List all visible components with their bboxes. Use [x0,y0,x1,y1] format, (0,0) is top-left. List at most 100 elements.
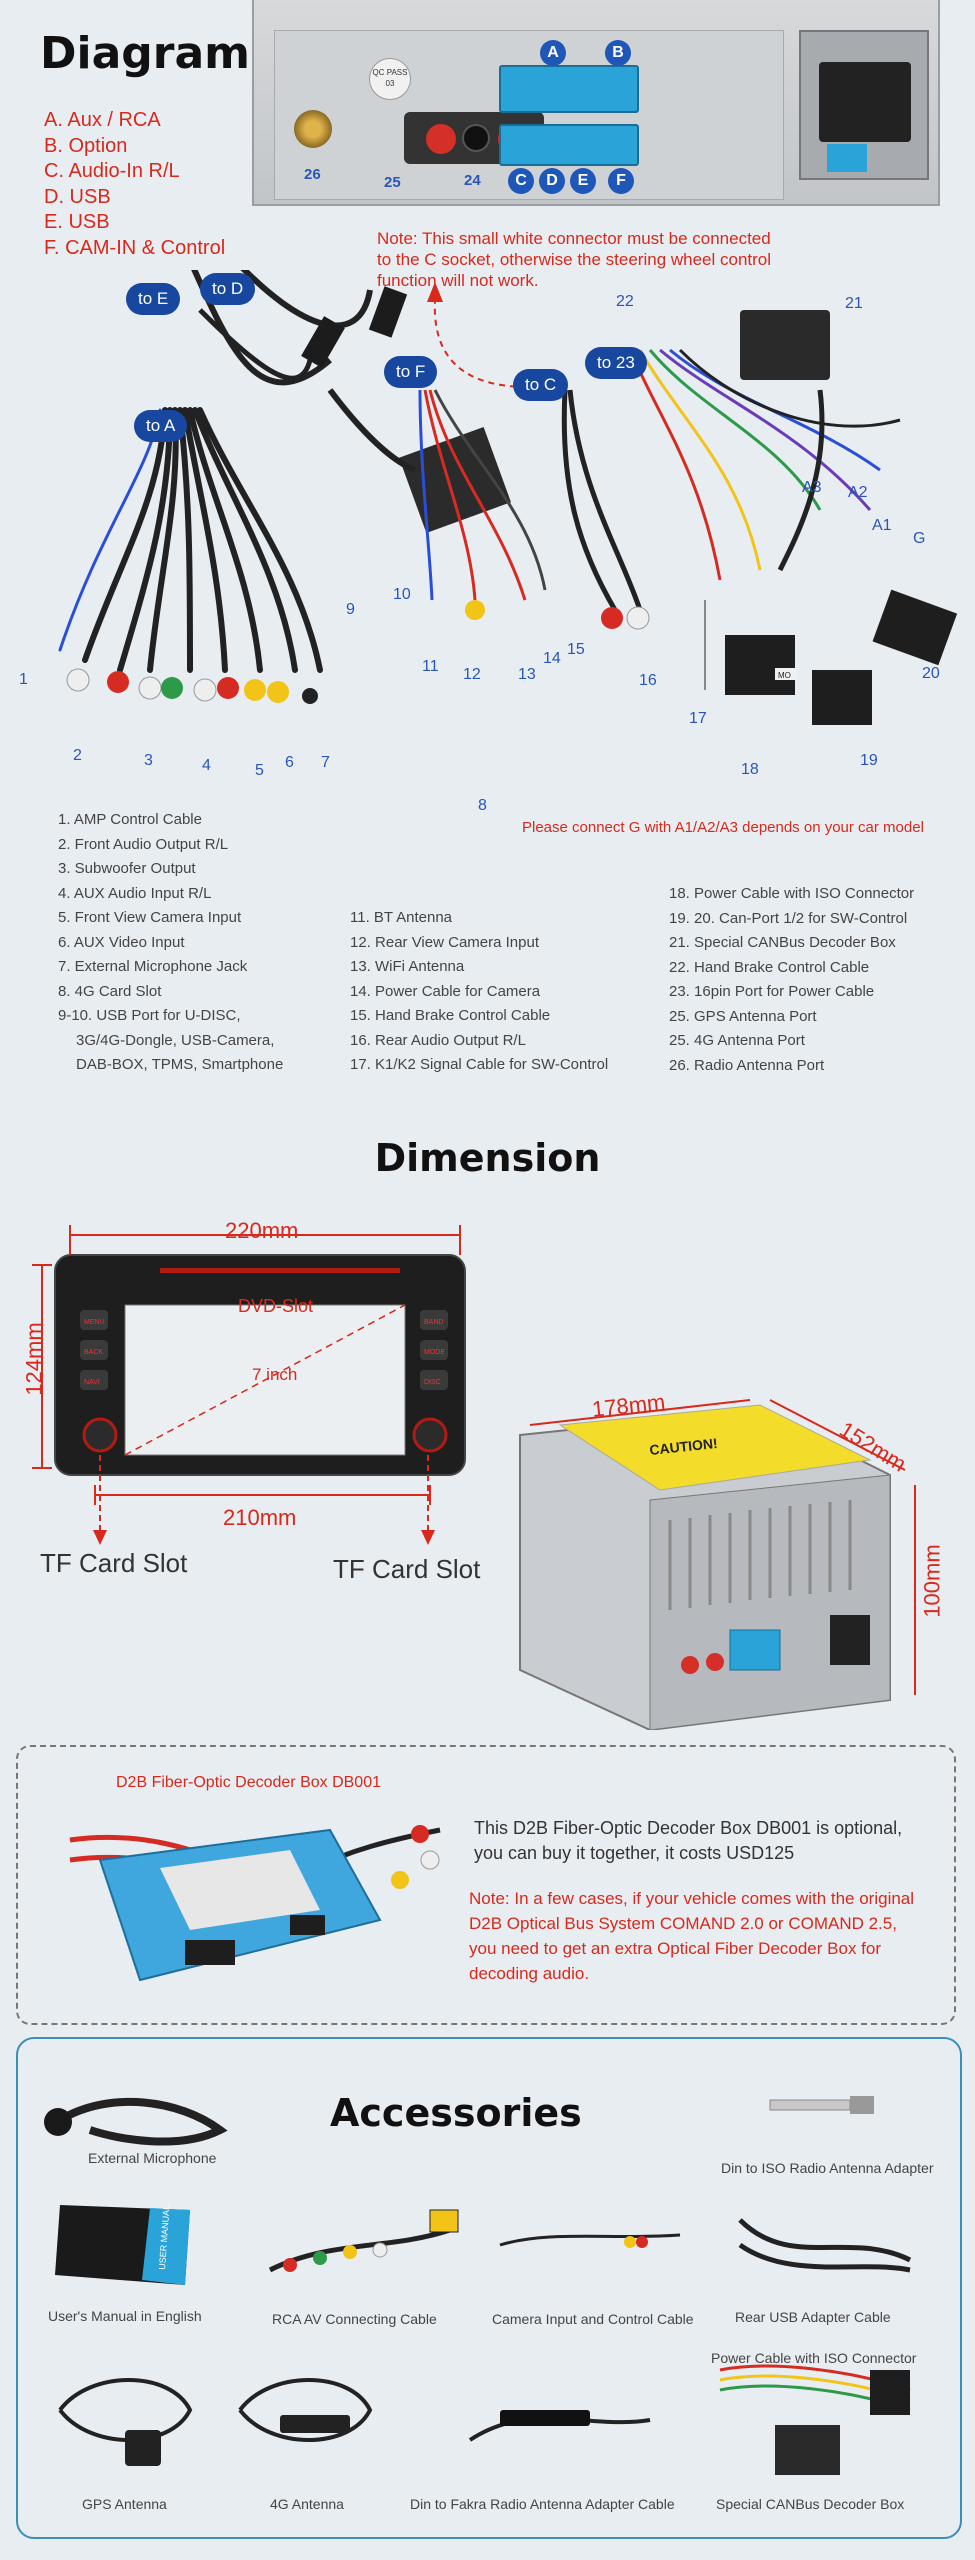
callout-14: 14 [543,650,561,667]
rear-usb-cable-image [738,2218,912,2273]
parts-list-col2: 11. BT Antenna 12. Rear View Camera Inpu… [350,906,608,1078]
iso-port-block [799,30,929,180]
accessories-section [16,2037,962,2539]
port-number: 26 [304,166,321,183]
rear-audio-cable [561,389,650,630]
tf-card-slot-right-label: TF Card Slot [333,1554,481,1584]
part-item: 13. WiFi Antenna [350,958,465,975]
note-arrow [433,299,561,388]
navi-button[interactable] [80,1370,108,1390]
mode-label: MODE [424,1349,445,1356]
dvd-slot-label: DVD-Slot [238,1296,314,1316]
port-badge: B [605,40,631,66]
accessory-label: Camera Input and Control Cable [492,2311,694,2327]
mode-button[interactable] [420,1340,448,1360]
part-item: 6. AUX Video Input [58,933,185,951]
power-cable-canbus-image [719,2364,911,2475]
callout-17: 17 [689,710,707,727]
dimension-title: Dimension [374,1136,601,1180]
band-label: BAND [424,1319,443,1326]
part-item: 2. Front Audio Output R/L [58,835,229,853]
ground-note: Please connect G with A1/A2/A3 depends o… [522,819,924,836]
decoder-title: D2B Fiber-Optic Decoder Box DB001 [116,1774,381,1791]
port-badge: D [539,168,565,194]
microphone-image [44,2097,228,2146]
accessory-label: Din to Fakra Radio Antenna Adapter Cable [410,2496,675,2512]
width-bottom-label: 210mm [223,1505,297,1530]
part-item: 16. Rear Audio Output R/L [350,1031,526,1049]
cable-diagram: MO [58,270,958,725]
part-item: 22. Hand Brake Control Cable [669,958,870,976]
caution-text: CAUTION! [649,1435,719,1458]
accessory-label: 4G Antenna [270,2496,344,2512]
part-item: DAB-BOX, TPMS, Smartphone [76,1056,284,1073]
to-23-label: to 23 [585,347,647,379]
menu-button[interactable] [80,1310,108,1330]
canbus-decoder-box [740,310,830,380]
callout-7: 7 [321,754,330,771]
decoder-section [16,1745,956,2025]
decoder-box-image [69,1825,441,1982]
socket [462,124,490,152]
legend-item: B. Option [44,134,128,157]
gps-antenna-port [426,124,456,154]
part-item: 25. 4G Antenna Port [669,1032,805,1049]
decoder-note: Note: In a few cases, if your vehicle co… [469,1889,915,1983]
width-top-label: 220mm [225,1218,299,1243]
accessory-label: Special CANBus Decoder Box [716,2496,905,2512]
part-item: 15. Hand Brake Control Cable [350,1007,551,1024]
legend-item: D. USB [44,185,111,208]
band-button[interactable] [420,1310,448,1330]
can-port-connector [812,670,872,725]
4g-antenna-image [238,2378,373,2442]
part-item: 17. K1/K2 Signal Cable for SW-Control [350,1056,609,1073]
part-item: 7. External Microphone Jack [58,958,248,975]
disc-button[interactable] [420,1370,448,1390]
camera-cable-image [499,2233,681,2248]
part-item: 11. BT Antenna [350,909,453,926]
callout-11: 11 [422,658,439,675]
rear-red-port [706,1653,724,1671]
caution-label [558,1404,872,1491]
accessory-images: USER MANUAL [44,2096,912,2475]
disc-label: DISC [424,1379,441,1386]
callout-6: 6 [285,754,294,771]
part-item: 21. Special CANBus Decoder Box [669,934,896,951]
part-item: 25. GPS Antenna Port [669,1007,817,1025]
navi-label: NAVI [84,1379,100,1386]
port-badge: C [508,168,534,194]
legend-item: F. CAM-IN & Control [44,236,226,259]
iso-connector [725,635,795,695]
legend-item: C. Audio-In R/L [44,160,180,182]
volume-knob[interactable] [82,1417,118,1453]
callout-a1: A1 [872,517,892,534]
port-legend: A. Aux / RCA B. Option C. Audio-In R/L D… [44,108,225,261]
parts-list-col1: 1. AMP Control Cable 2. Front Audio Outp… [58,808,283,1078]
to-f-label: to F [384,356,438,388]
to-a-label: to A [134,410,188,442]
callout-10: 10 [393,586,411,603]
accessory-label: Rear USB Adapter Cable [735,2309,891,2325]
part-item: 12. Rear View Camera Input [350,933,539,951]
rca-cable-image [268,2209,459,2273]
callout-13: 13 [518,666,536,683]
height-back-label: 100mm [919,1544,945,1618]
port-block-c-f [499,124,639,166]
back-button[interactable] [80,1340,108,1360]
callout-12: 12 [463,666,481,683]
part-item: 8. 4G Card Slot [58,982,162,1000]
tf-card-slot-left-label: TF Card Slot [40,1548,188,1578]
parts-list-col3: 18. Power Cable with ISO Connector 19. 2… [669,882,914,1078]
part-item: 1. AMP Control Cable [58,811,202,828]
to-d-label: to D [200,273,256,305]
diagram-title: Diagram [40,28,251,79]
tune-knob[interactable] [412,1417,448,1453]
steering-wheel-note: Note: This small white connector must be… [377,229,772,290]
rear-blue-ports [729,1629,781,1671]
callout-22: 22 [616,293,634,310]
callout-2: 2 [73,747,82,764]
callout-15: 15 [567,641,585,658]
decoder-description: This D2B Fiber-Optic Decoder Box DB001 i… [474,1818,903,1863]
accessory-label: GPS Antenna [82,2496,167,2512]
part-item: 18. Power Cable with ISO Connector [669,885,915,902]
